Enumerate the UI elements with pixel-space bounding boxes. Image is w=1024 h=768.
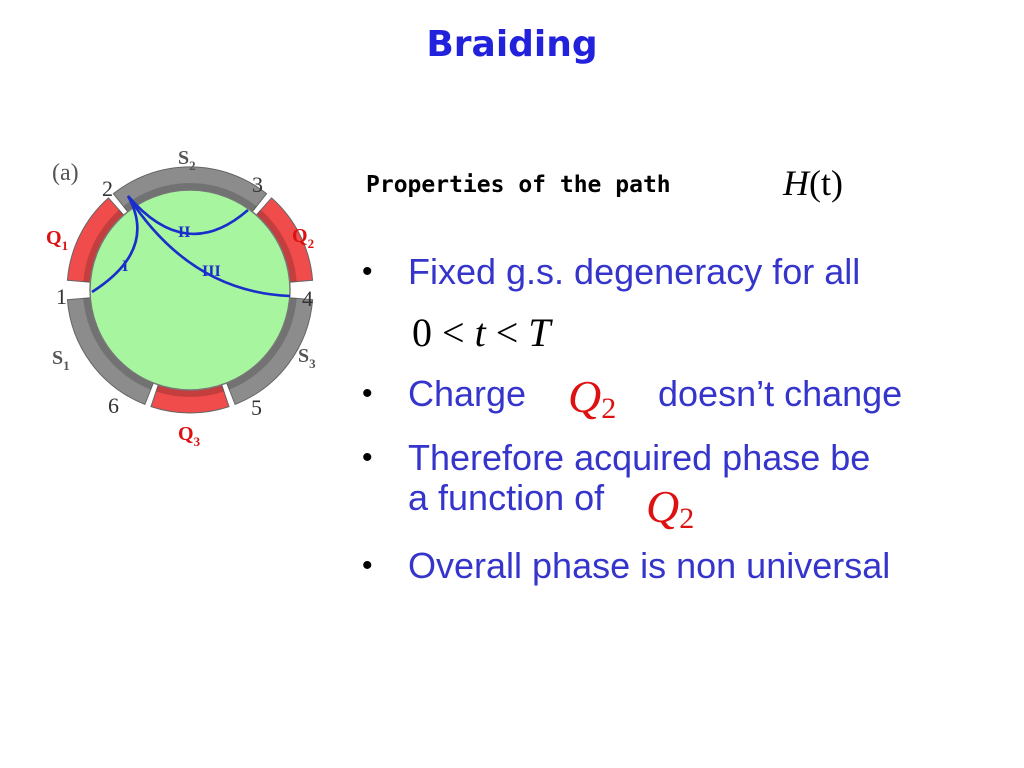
bullet-text-line2: a function of <box>408 477 605 518</box>
math-T: T <box>528 310 551 355</box>
bullet-text: Fixed g.s. degeneracy for all <box>408 251 861 292</box>
point-2: 2 <box>102 176 113 201</box>
subtitle: Properties of the path <box>366 172 671 198</box>
bullet-dot: • <box>362 255 373 288</box>
point-4: 4 <box>302 286 313 311</box>
panel-label: (a) <box>52 160 79 186</box>
bullet-text: Therefore acquired phase be <box>408 437 871 478</box>
q2-symbol: Q2 <box>568 370 616 426</box>
bullet-text: Charge <box>408 373 527 414</box>
path-symbol-arg: (t) <box>809 163 843 203</box>
q3-segment-shade <box>156 384 224 398</box>
label-S2: S2 <box>178 147 196 173</box>
math-zero: 0 <box>412 310 432 355</box>
time-inequality: 0 < t < T <box>412 309 551 356</box>
label-S3: S3 <box>298 345 316 371</box>
path-II <box>127 195 249 236</box>
math-less-than: < <box>442 310 465 355</box>
label-Q1: Q1 <box>46 227 68 253</box>
q2-letter: Q <box>646 481 680 532</box>
q2-letter: Q <box>568 371 602 422</box>
bullet-text-continued: doesn’t change <box>658 373 903 414</box>
bullet-dot: • <box>362 377 373 410</box>
path-label-II: II <box>178 224 190 241</box>
bullet-dot: • <box>362 441 373 474</box>
point-1: 1 <box>56 284 67 309</box>
s2-segment-shade <box>123 183 257 212</box>
ring-diagram-svg: I II III (a) 1 2 3 4 5 6 S2 S1 S3 Q1 Q2 … <box>46 147 316 449</box>
point-3: 3 <box>252 172 263 197</box>
bullet-text: Overall phase is non universal <box>408 545 891 586</box>
path-label-I: I <box>122 258 128 275</box>
bullet-dot: • <box>362 549 373 582</box>
math-less-than: < <box>495 310 519 355</box>
green-disk <box>89 189 291 391</box>
path-symbol-name: H <box>783 163 809 203</box>
path-label-III: III <box>202 263 221 280</box>
slide-title: Braiding <box>426 24 598 65</box>
path-symbol: H(t) <box>783 162 843 204</box>
label-Q3: Q3 <box>178 423 201 449</box>
q2-symbol: Q2 <box>646 480 694 536</box>
label-Q2: Q2 <box>292 225 314 251</box>
point-5: 5 <box>251 395 262 420</box>
q2-subscript: 2 <box>601 392 617 425</box>
math-t: t <box>474 310 486 355</box>
path-III <box>126 195 291 298</box>
label-S1: S1 <box>52 347 70 373</box>
q2-segment-shade <box>256 209 297 283</box>
q2-subscript: 2 <box>679 502 695 535</box>
path-I <box>91 195 139 294</box>
point-6: 6 <box>108 393 119 418</box>
q1-segment-shade <box>83 209 124 283</box>
braiding-diagram: I II III (a) 1 2 3 4 5 6 S2 S1 S3 Q1 Q2 … <box>40 140 340 460</box>
